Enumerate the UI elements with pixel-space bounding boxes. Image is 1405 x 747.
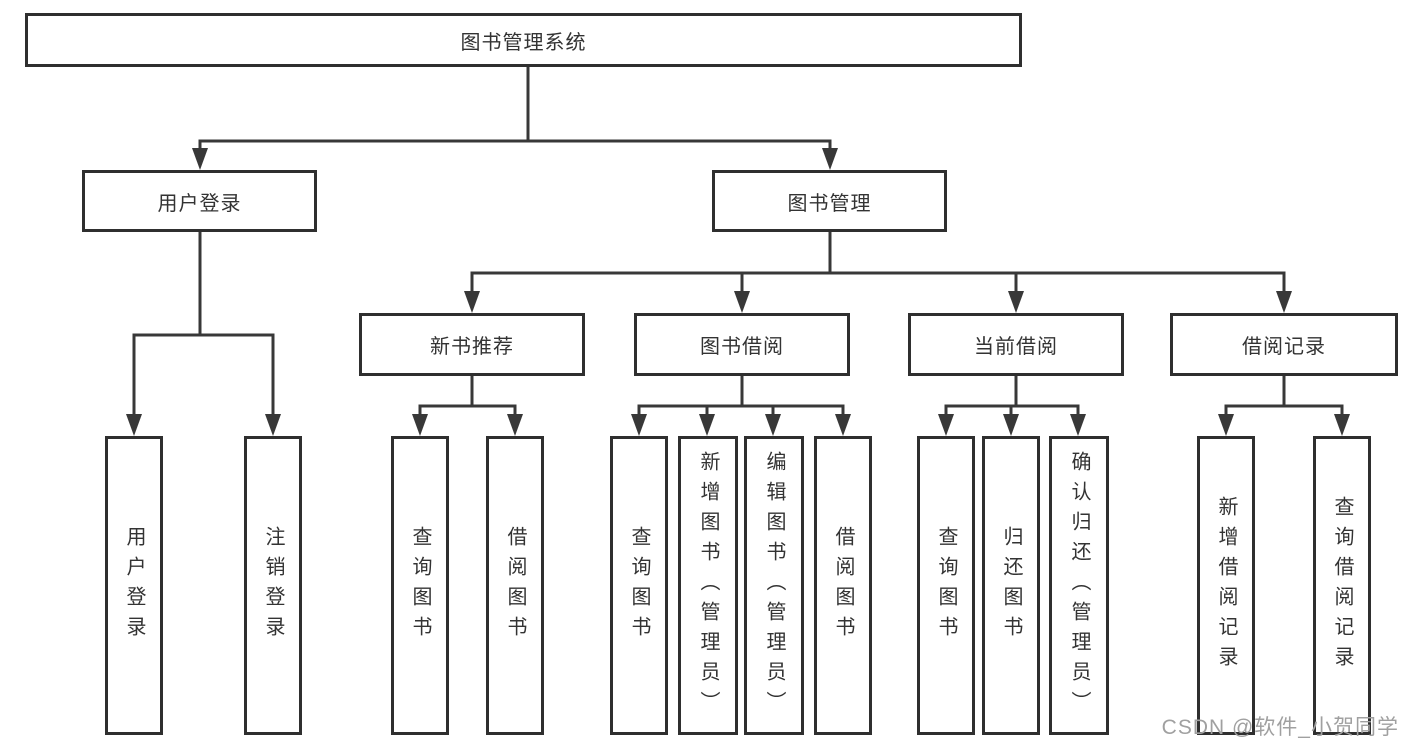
leaf-query-books-recommend: 查询图书 <box>391 436 449 735</box>
node-label: 图书管理 <box>787 192 872 215</box>
leaf-query-borrow-record: 查询借阅记录 <box>1313 436 1371 735</box>
node-label: 当前借阅 <box>974 336 1058 358</box>
leaf-label: 注销登录 <box>262 525 284 646</box>
leaf-edit-books-admin: 编辑图书（管理员） <box>744 436 804 735</box>
leaf-query-books-borrowing: 查询图书 <box>610 436 668 735</box>
leaf-label: 新增借阅记录 <box>1215 495 1237 676</box>
leaf-label: 确认归还（管理员） <box>1068 450 1090 721</box>
leaf-add-books-admin: 新增图书（管理员） <box>678 436 738 735</box>
leaf-add-borrow-record: 新增借阅记录 <box>1197 436 1255 735</box>
leaf-label: 用户登录 <box>123 525 145 646</box>
leaf-label: 借阅图书 <box>832 525 854 646</box>
leaf-label: 编辑图书（管理员） <box>763 450 785 721</box>
node-book-management: 图书管理 <box>712 170 947 232</box>
node-label: 新书推荐 <box>430 336 514 358</box>
node-label: 图书管理系统 <box>460 31 587 54</box>
node-book-borrowing: 图书借阅 <box>634 313 850 376</box>
leaf-borrow-books-recommend: 借阅图书 <box>486 436 544 735</box>
leaf-user-login: 用户登录 <box>105 436 163 735</box>
node-label: 借阅记录 <box>1242 336 1326 358</box>
leaf-label: 查询图书 <box>628 525 650 646</box>
leaf-label: 查询借阅记录 <box>1331 495 1353 676</box>
connector-records-to-leaves <box>1218 376 1350 436</box>
leaf-query-books-current: 查询图书 <box>917 436 975 735</box>
csdn-watermark: CSDN @软件_小贺同学 <box>1161 716 1399 739</box>
leaf-label: 借阅图书 <box>504 525 526 646</box>
leaf-return-books: 归还图书 <box>982 436 1040 735</box>
leaf-label: 查询图书 <box>935 525 957 646</box>
node-borrowing-records: 借阅记录 <box>1170 313 1398 376</box>
leaf-borrow-books: 借阅图书 <box>814 436 872 735</box>
leaf-label: 查询图书 <box>409 525 431 646</box>
node-current-borrowing: 当前借阅 <box>908 313 1124 376</box>
leaf-logout: 注销登录 <box>244 436 302 735</box>
node-new-book-recommend: 新书推荐 <box>359 313 585 376</box>
node-label: 用户登录 <box>157 192 242 215</box>
connector-current-to-leaves <box>938 376 1086 436</box>
leaf-confirm-return-admin: 确认归还（管理员） <box>1049 436 1109 735</box>
connector-login-to-leaves <box>126 232 281 436</box>
connector-root-to-level2 <box>192 67 838 170</box>
node-library-management-system: 图书管理系统 <box>25 13 1022 67</box>
connector-newbooks-to-leaves <box>412 376 523 436</box>
connector-borrowing-to-leaves <box>631 376 851 436</box>
node-user-login: 用户登录 <box>82 170 317 232</box>
node-label: 图书借阅 <box>700 336 784 358</box>
connector-mgmt-to-level3 <box>464 232 1292 313</box>
leaf-label: 归还图书 <box>1000 525 1022 646</box>
leaf-label: 新增图书（管理员） <box>697 450 719 721</box>
